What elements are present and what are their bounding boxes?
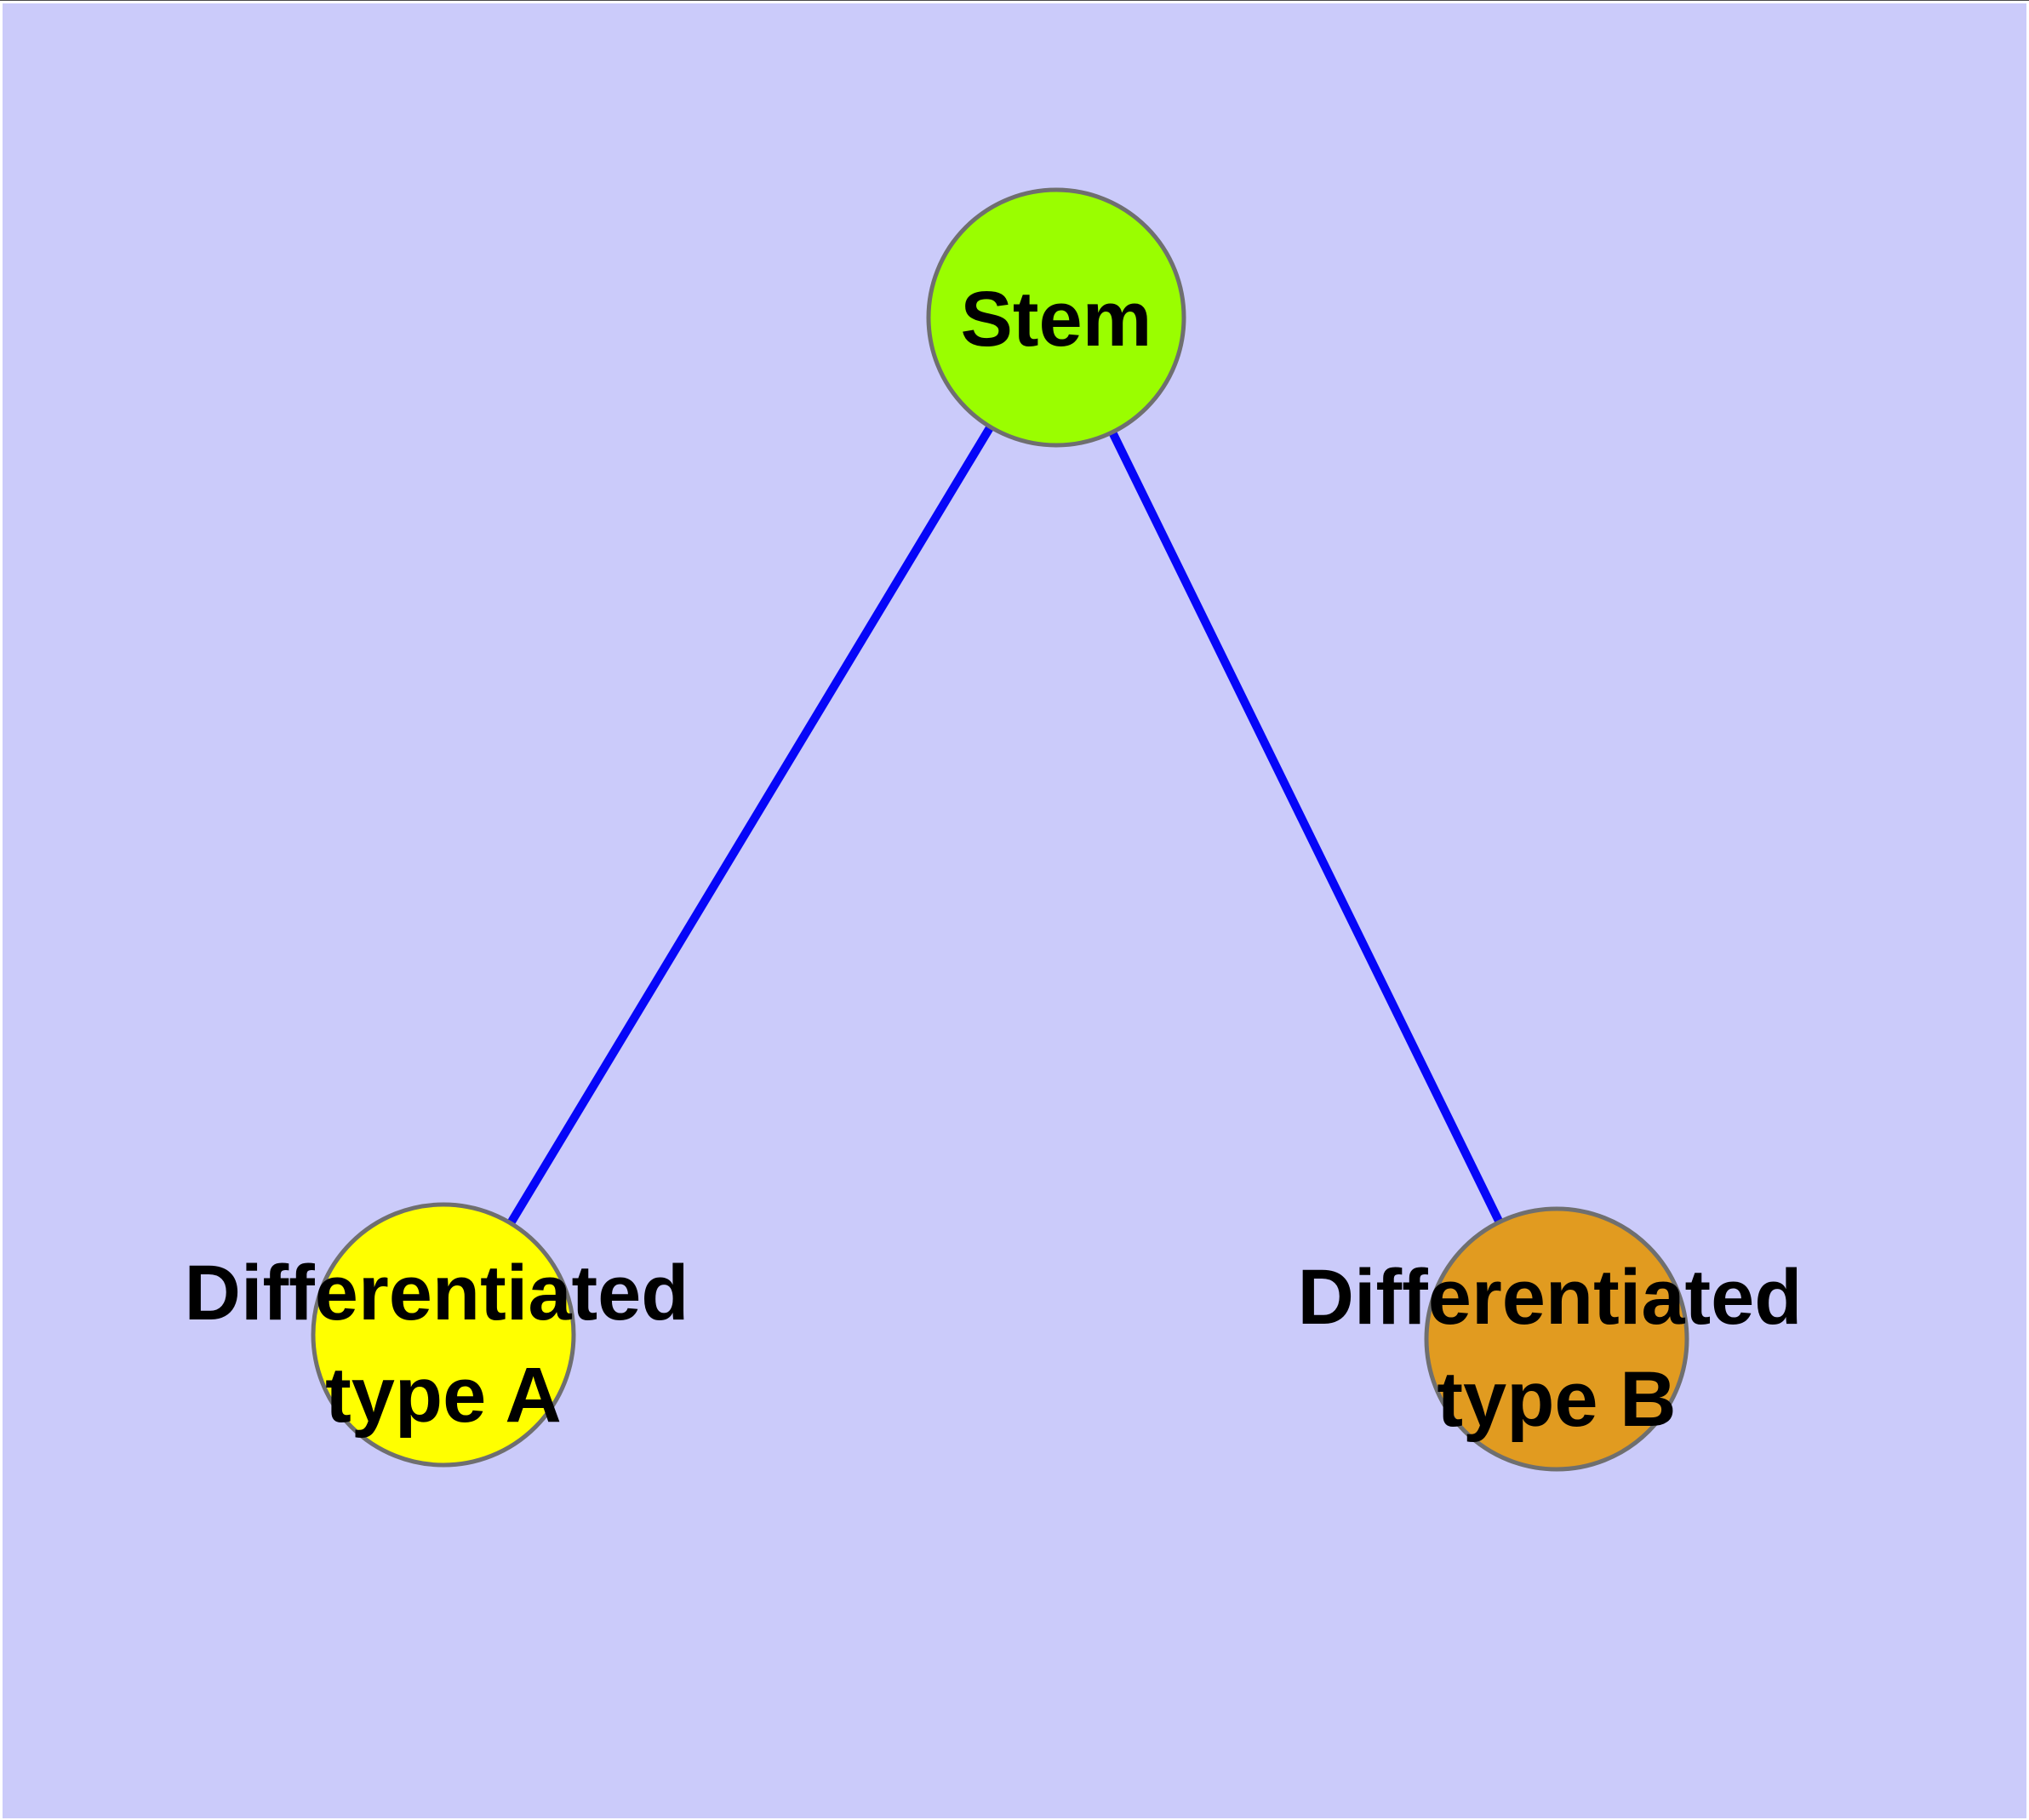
node-stem-label: Stem [961, 276, 1152, 363]
node-differentiated-type-b[interactable] [1424, 1206, 1689, 1472]
edge-stem-to-type-a [439, 315, 1060, 1337]
node-type-b-label-line2: type B [1437, 1356, 1676, 1443]
node-type-a-label-line2: type A [325, 1352, 562, 1439]
graph-canvas: Stem Differentiated type A Differentiate… [3, 3, 2026, 1818]
edge-stem-to-type-b [1052, 315, 1561, 1342]
node-type-a-label-line1: Differentiated [185, 1250, 689, 1336]
node-type-b-label-line1: Differentiated [1298, 1254, 1803, 1341]
node-differentiated-type-a[interactable] [311, 1202, 576, 1468]
node-stem[interactable] [926, 187, 1186, 448]
window-top-edge [0, 0, 2029, 1]
